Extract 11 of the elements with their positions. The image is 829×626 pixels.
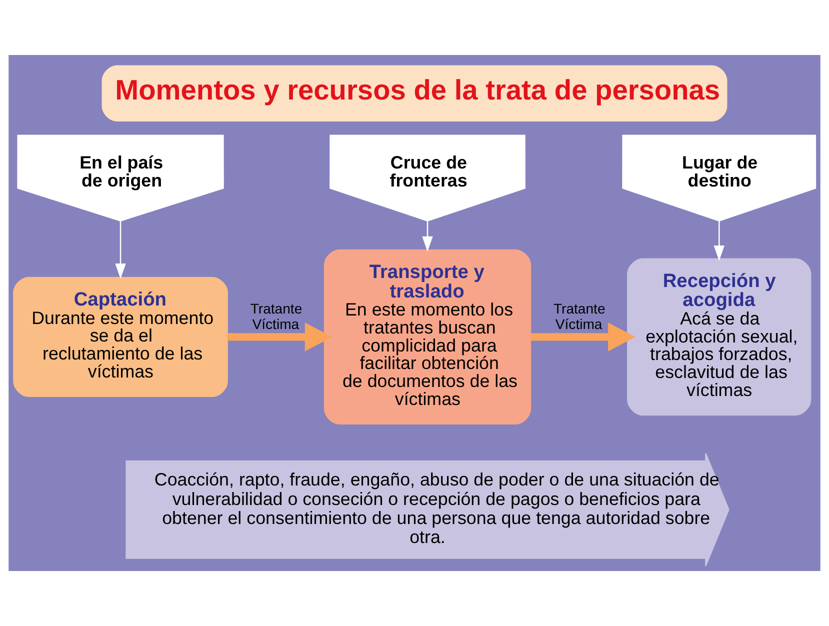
edge-label: Tratante Víctima <box>553 300 606 332</box>
arrow <box>115 220 126 279</box>
arrow <box>530 322 636 352</box>
arrow <box>714 220 724 261</box>
arrow <box>422 220 433 252</box>
edge-label: Tratante Víctima <box>250 300 302 332</box>
node-box: Recepción y acogida Acá se da explotación sexual, trabajos forzados, esclavitud de las víctimas <box>627 258 812 416</box>
node-box: Transporte y traslado En este momento los tratantes buscan complicidad para facilitar obtención de documentos de las víctimas <box>324 249 532 425</box>
arrow <box>227 322 332 352</box>
node-box: Captación Durante este momento se da el reclutamiento de las víctimas <box>13 276 228 398</box>
diagram-title: Momentos y recursos de la trata de personas <box>115 74 720 106</box>
